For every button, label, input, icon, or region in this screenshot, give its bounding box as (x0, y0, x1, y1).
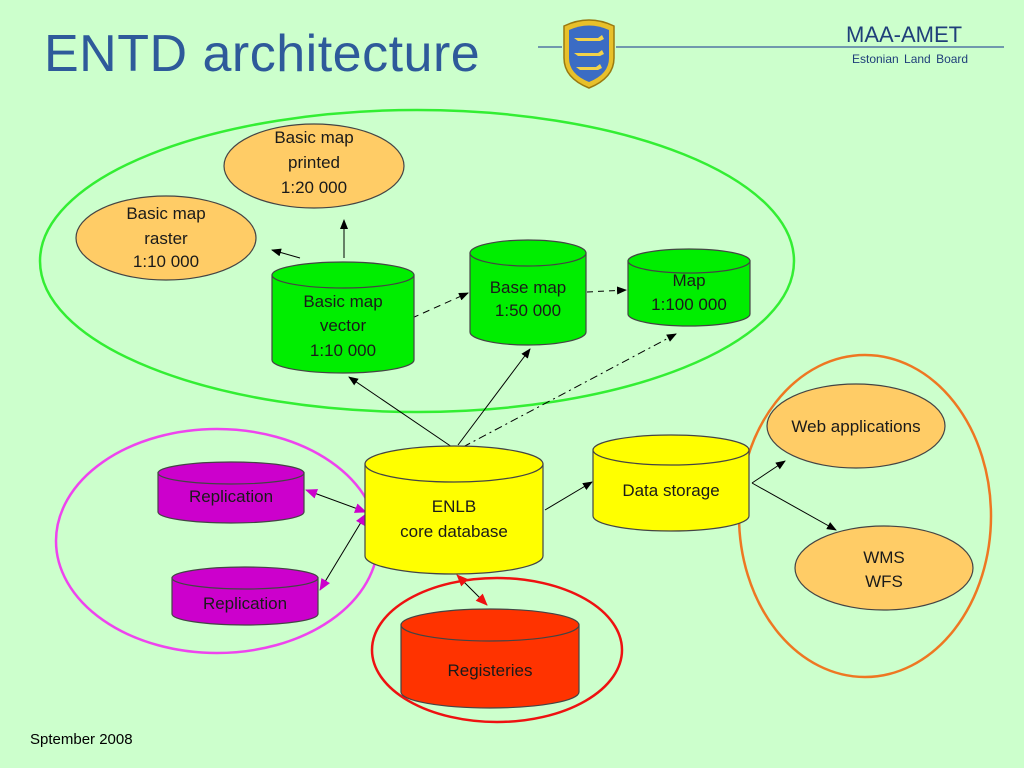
connector-vector-to-base-map (411, 292, 469, 319)
connector-enlb-replication-1 (305, 489, 367, 513)
connector-enlb-replication-2 (319, 513, 367, 591)
node-registeries: Registeries (400, 608, 580, 709)
connector-enlb-registeries (456, 574, 488, 606)
connector-enlb-to-base-map (457, 348, 531, 446)
org-subtitle: Estonian Land Board (852, 52, 969, 66)
connector-vector-to-raster (271, 248, 301, 259)
svg-text:Registeries: Registeries (447, 661, 532, 680)
connector-storage-to-web (751, 460, 786, 484)
connector-enlb-to-data-storage (544, 481, 593, 511)
svg-text:Replication: Replication (189, 487, 273, 506)
connector-base-map-to-map (586, 286, 627, 295)
connector-enlb-to-vector (348, 376, 453, 448)
node-replication-1: Replication (157, 461, 305, 524)
node-web-applications: Web applications (766, 383, 946, 469)
coat-of-arms-icon (563, 19, 615, 89)
group-ellipse-green (38, 108, 796, 414)
svg-text:Web applications: Web applications (791, 417, 920, 436)
page-title: ENTD architecture (44, 25, 481, 83)
connector-enlb-to-map (462, 333, 677, 448)
org-name: MAA-AMET (846, 22, 963, 47)
connector-storage-to-wms (751, 482, 837, 531)
svg-text:Data storage: Data storage (622, 481, 719, 500)
node-replication-2: Replication (171, 566, 319, 626)
svg-text:Replication: Replication (203, 594, 287, 613)
node-data-storage: Data storage (592, 434, 750, 532)
group-ellipse-red (370, 576, 624, 724)
footer-date: Sptember 2008 (30, 731, 133, 748)
